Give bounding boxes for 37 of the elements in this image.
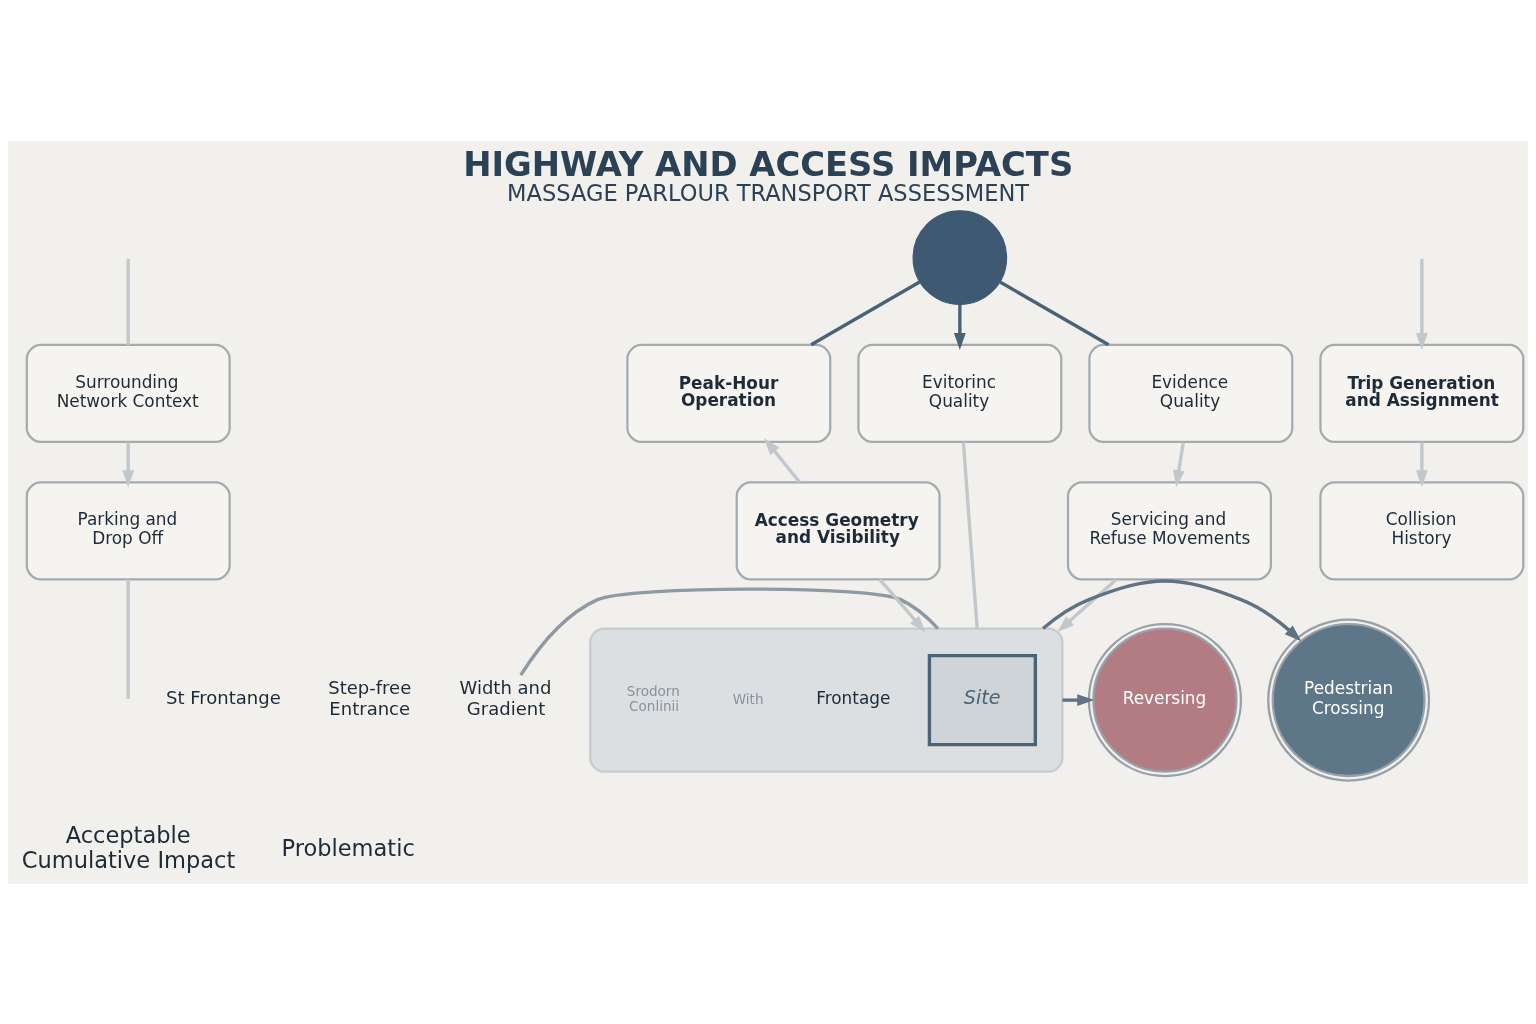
arrow xyxy=(1415,258,1428,350)
node-box: Trip Generation and Assignment xyxy=(1319,343,1525,443)
node-box: Evidence Quality xyxy=(1088,343,1294,443)
label: Srodorn Conlinii xyxy=(626,682,680,714)
node-box: Collision History xyxy=(1319,480,1525,580)
label: Step-free Entrance xyxy=(328,676,412,719)
node-box: Surrounding Network Context xyxy=(25,343,231,443)
label: St Frontange xyxy=(165,686,281,708)
node-box: Servicing and Refuse Movements xyxy=(1066,480,1272,580)
arrow xyxy=(953,304,966,350)
node-circle xyxy=(912,209,1008,305)
label: Acceptable Cumulative Impact xyxy=(21,821,236,873)
connector xyxy=(999,280,1110,346)
arrow xyxy=(764,437,801,483)
label: Problematic xyxy=(281,834,415,861)
connector xyxy=(126,258,130,345)
node-text: Width and Gradient xyxy=(459,676,552,719)
node-box: Site xyxy=(927,653,1038,746)
node-box: Access Geometry and Visibility xyxy=(735,480,941,580)
node-box: Peak-Hour Operation xyxy=(626,343,832,443)
node-box: Evitorinc Quality xyxy=(857,343,1063,443)
label: Frontage xyxy=(816,687,891,708)
connector xyxy=(961,441,979,629)
arrow xyxy=(1041,578,1302,641)
arrow xyxy=(122,441,135,487)
node-circle: Pedestrian Crossing xyxy=(1267,618,1431,782)
node-circle: Reversing xyxy=(1087,622,1243,777)
connector xyxy=(519,586,940,676)
connector xyxy=(126,578,130,699)
arrow xyxy=(878,577,926,632)
connector xyxy=(810,280,921,346)
arrow xyxy=(1415,441,1428,487)
node-box: Parking and Drop Off xyxy=(25,480,231,580)
label: With xyxy=(732,690,764,707)
arrow xyxy=(1173,441,1185,487)
arrow xyxy=(1057,577,1118,632)
arrow xyxy=(1062,693,1095,706)
